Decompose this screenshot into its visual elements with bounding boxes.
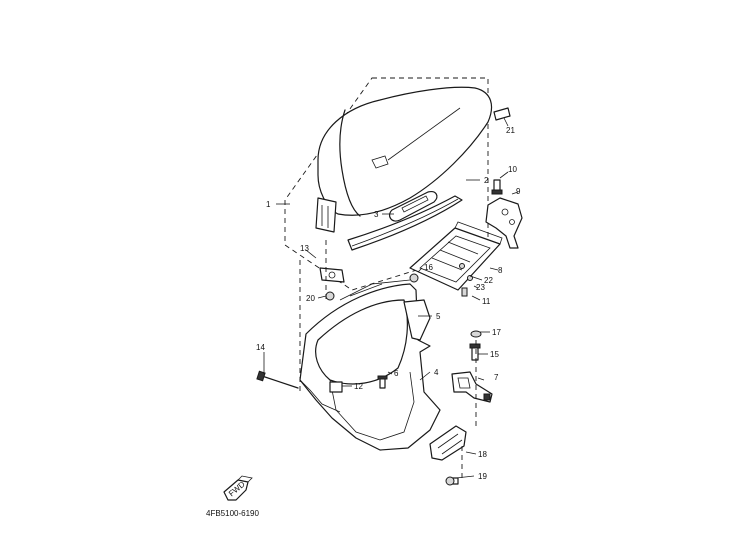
bolt-10: [491, 179, 503, 195]
callout-1: 1: [266, 200, 271, 209]
callout-15: 15: [490, 350, 499, 359]
callout-14: 14: [256, 343, 265, 352]
callout-6: 6: [394, 369, 399, 378]
bolt-11: [461, 287, 468, 297]
callout-5: 5: [436, 312, 441, 321]
callout-10: 10: [508, 165, 517, 174]
callout-4: 4: [434, 368, 439, 377]
seat-hinge-plate: [388, 191, 438, 222]
seat: [315, 86, 493, 233]
callout-18: 18: [478, 450, 487, 459]
bracket-18: [429, 425, 467, 461]
storage-box: [299, 279, 441, 451]
callout-23: 23: [476, 283, 485, 292]
callout-13: 13: [300, 244, 309, 253]
label-tag: [493, 107, 511, 121]
callout-11: 11: [482, 297, 491, 306]
screw-19: [445, 476, 459, 486]
washer-17: [470, 330, 482, 338]
fwd-arrow-icon: FWD: [223, 475, 253, 501]
collar-20: [325, 291, 335, 301]
bracket-13: [319, 267, 345, 283]
clip-12: [329, 381, 343, 393]
alignment-line-right: [461, 340, 477, 478]
callout-8: 8: [498, 266, 503, 275]
bolt-15: [469, 343, 481, 361]
storage-tray: [409, 221, 503, 291]
callout-21: 21: [506, 126, 515, 135]
callout-2: 2: [484, 176, 489, 185]
callout-7: 7: [494, 373, 499, 382]
callout-12: 12: [354, 382, 363, 391]
nut-16: [409, 273, 419, 283]
screw-6: [377, 375, 388, 389]
callout-17: 17: [492, 328, 501, 337]
callout-19: 19: [478, 472, 487, 481]
callout-20: 20: [306, 294, 315, 303]
screw-22: [459, 263, 465, 269]
callout-16: 16: [424, 263, 433, 272]
diagram-code: 4FB5100-6190: [206, 509, 259, 518]
seat-lock-7: [451, 371, 493, 403]
bolt-14: [256, 370, 299, 389]
latch-bracket: [485, 197, 523, 249]
callout-3: 3: [374, 210, 379, 219]
leader-lines: [263, 117, 519, 479]
callout-22: 22: [484, 276, 493, 285]
callout-9: 9: [516, 187, 521, 196]
